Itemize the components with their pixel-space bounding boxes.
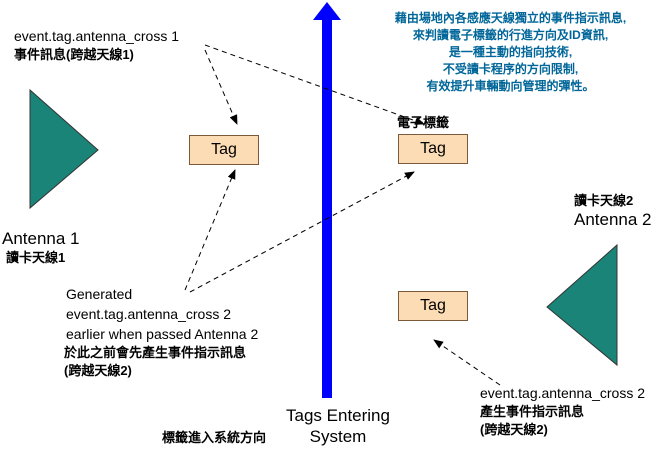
tag-box-2: Tag bbox=[398, 134, 468, 164]
dashed-arrow-event1-to-tag1 bbox=[204, 49, 238, 125]
direction-explanation-note: 藉由場地內各感應天線獨立的事件指示訊息, 來判讀電子標籤的行進方向及ID資訊, … bbox=[394, 11, 627, 93]
electronic-tag-label: 電子標籤 bbox=[397, 115, 450, 130]
direction-arrow-icon bbox=[313, 2, 341, 398]
dashed-arrow-generated-to-tag1 bbox=[184, 169, 236, 291]
dashed-arrow-event2-to-tag3 bbox=[433, 339, 501, 386]
antenna-2-icon bbox=[546, 243, 618, 367]
tag-box-1: Tag bbox=[189, 135, 259, 165]
dashed-arrow-generated-to-tag2 bbox=[189, 171, 415, 293]
dashed-arrow-event1-to-tag2 bbox=[204, 44, 425, 125]
tag-box-3: Tag bbox=[398, 291, 468, 321]
generated-event-text: Generated event.tag.antenna_cross 2 earl… bbox=[64, 286, 259, 378]
antenna-1-label: Antenna 1 讀卡天線1 bbox=[2, 229, 80, 265]
direction-label-en: Tags Entering System bbox=[286, 406, 390, 446]
direction-label-zh: 標籤進入系統方向 bbox=[162, 430, 267, 445]
event-antenna-cross-2-text: event.tag.antenna_cross 2 產生事件指示訊息 (跨越天線… bbox=[480, 385, 646, 437]
antenna-1-icon bbox=[29, 88, 99, 210]
event-antenna-cross-1-text: event.tag.antenna_cross 1 事件訊息(跨越天線1) bbox=[14, 28, 180, 62]
antenna-2-label: 讀卡天線2 Antenna 2 bbox=[574, 193, 652, 229]
